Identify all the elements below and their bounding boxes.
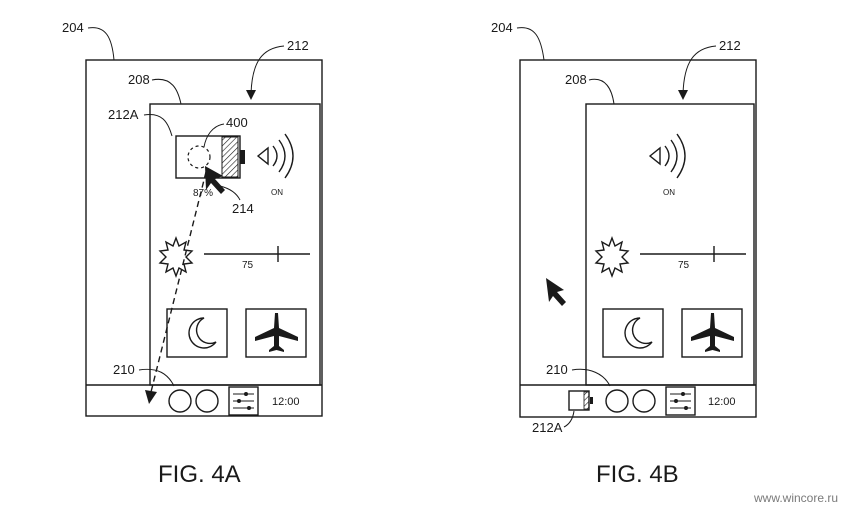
settings-button[interactable] — [665, 386, 696, 416]
brightness-control[interactable]: 75 — [594, 236, 746, 278]
night-mode-tile[interactable] — [166, 308, 228, 358]
ref-drag-target-leader — [203, 123, 225, 148]
battery-terminal — [240, 150, 245, 164]
sun-icon — [594, 236, 630, 278]
brightness-control[interactable]: 75 — [158, 236, 310, 278]
taskbar-clock: 12:00 — [272, 396, 300, 408]
ref-taskbar-leader — [138, 368, 175, 387]
sun-icon — [158, 236, 194, 278]
sliders-icon[interactable] — [228, 386, 259, 416]
night-mode-frame[interactable] — [602, 308, 664, 358]
quick-settings-panel — [585, 103, 755, 386]
brightness-value-label: 75 — [678, 260, 690, 271]
wifi-state-label: ON — [271, 188, 283, 197]
moon-icon — [188, 317, 217, 349]
ref-panel-frame-label: 208 — [128, 72, 150, 87]
taskbar-app-icon[interactable] — [632, 389, 656, 413]
moon-icon — [624, 317, 653, 349]
wifi-icon[interactable] — [256, 146, 269, 166]
battery-charge-hatch — [221, 136, 239, 178]
figure-4b: 204 208 212 ON 75 — [491, 20, 757, 488]
airplane-mode-tile[interactable] — [245, 308, 307, 358]
ref-battery-pinned-leader — [563, 410, 575, 428]
taskbar-app-icon[interactable] — [168, 389, 192, 413]
battery-percent-label: 87% — [193, 188, 213, 199]
ref-display-leader — [87, 27, 115, 61]
figure-caption: FIG. 4B — [596, 461, 679, 488]
wifi-icon[interactable] — [648, 146, 661, 166]
ref-battery-pinned-label: 212A — [532, 420, 563, 435]
taskbar-app-icon[interactable] — [605, 389, 629, 413]
airplane-mode-frame[interactable] — [245, 308, 307, 358]
ref-panel-frame-label: 208 — [565, 72, 587, 87]
ref-panel-arrowhead — [678, 90, 688, 100]
airplane-icon — [691, 313, 734, 352]
taskbar-clock: 12:00 — [708, 396, 736, 408]
ref-drag-target-label: 400 — [226, 115, 248, 130]
ref-battery-tile-leader — [143, 113, 173, 137]
watermark: www.wincore.ru — [753, 491, 838, 505]
wifi-toggle[interactable]: ON — [256, 133, 294, 197]
ref-taskbar-leader — [571, 368, 611, 387]
night-mode-frame[interactable] — [166, 308, 228, 358]
sliders-icon[interactable] — [665, 386, 696, 416]
battery-charge-hatch — [583, 391, 590, 410]
drag-path-arrowhead — [145, 390, 157, 404]
ref-panel-leader — [682, 45, 717, 95]
cursor-arrow-icon — [546, 278, 566, 306]
ref-taskbar-label: 210 — [113, 362, 135, 377]
ref-panel-label: 212 — [287, 38, 309, 53]
ref-panel-label: 212 — [719, 38, 741, 53]
airplane-icon — [255, 313, 298, 352]
ref-display-label: 204 — [62, 20, 84, 35]
ref-display-label: 204 — [491, 20, 513, 35]
airplane-mode-frame[interactable] — [681, 308, 743, 358]
taskbar-app-icon[interactable] — [195, 389, 219, 413]
display-screen — [85, 59, 323, 417]
ref-taskbar-label: 210 — [546, 362, 568, 377]
battery-tile[interactable]: 87% — [175, 135, 245, 199]
cursor-arrow-icon — [205, 166, 225, 194]
ref-panel-frame-leader — [151, 78, 182, 105]
wifi-toggle[interactable]: ON — [648, 133, 686, 197]
display-screen — [519, 59, 757, 418]
figure-4a: 204 208 212 212A 87% 400 214 — [62, 20, 323, 488]
drag-path — [150, 171, 207, 393]
ref-cursor-leader — [219, 185, 241, 201]
night-mode-tile[interactable] — [602, 308, 664, 358]
figure-caption: FIG. 4A — [158, 461, 241, 488]
pinned-battery-icon[interactable] — [568, 390, 593, 411]
ref-panel-leader — [250, 45, 285, 95]
ref-cursor-label: 214 — [232, 201, 254, 216]
ref-panel-frame-leader — [588, 78, 615, 105]
ref-battery-tile-label: 212A — [108, 107, 139, 122]
ref-display-leader — [516, 27, 545, 61]
drag-target-circle — [187, 145, 211, 169]
ref-panel-arrowhead — [246, 90, 256, 100]
settings-button[interactable] — [228, 386, 259, 416]
airplane-mode-tile[interactable] — [681, 308, 743, 358]
wifi-state-label: ON — [663, 188, 675, 197]
brightness-value-label: 75 — [242, 260, 254, 271]
battery-terminal — [590, 397, 593, 404]
